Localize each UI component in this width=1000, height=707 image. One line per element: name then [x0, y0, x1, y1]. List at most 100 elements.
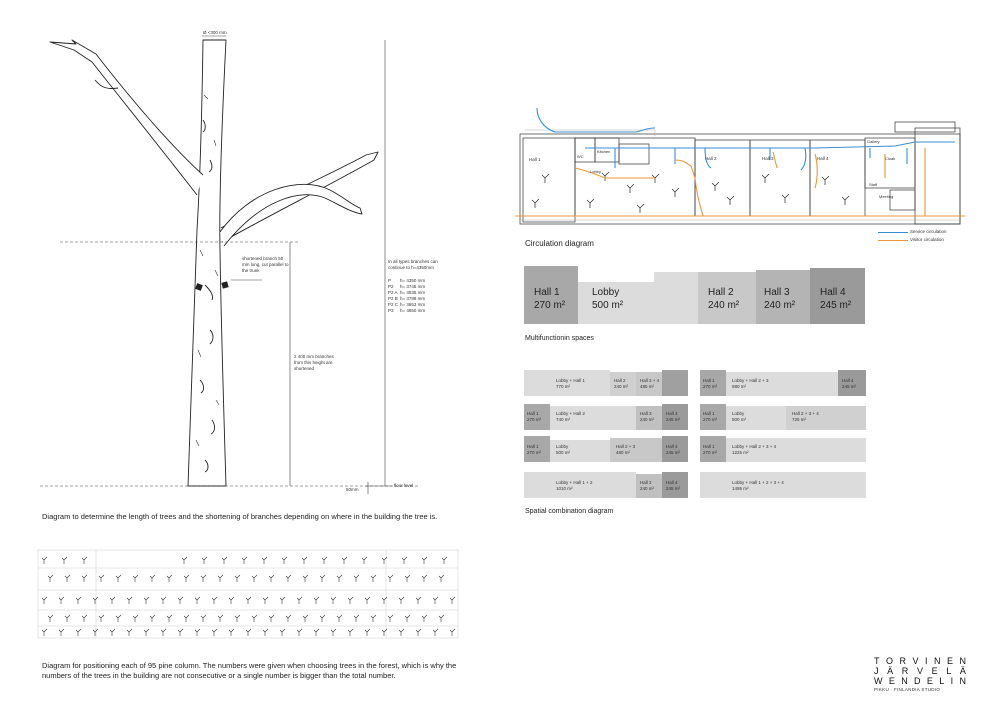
- space-hall-1: [524, 266, 578, 324]
- column-tree-mark: [47, 614, 54, 622]
- column-tree-mark: [302, 574, 309, 582]
- column-tree-mark: [160, 628, 167, 636]
- column-tree-mark: [92, 596, 99, 604]
- spatial-block: [726, 372, 838, 396]
- spatial-block: [524, 472, 636, 498]
- column-tree-mark: [262, 596, 269, 604]
- tree-diameter-label: Ø <300 mm: [203, 30, 227, 35]
- tree-shorten-note: 2 400 mm branches from this height are s…: [294, 354, 334, 371]
- column-tree-mark: [41, 596, 48, 604]
- space-area: 245 m²: [820, 300, 852, 311]
- spatial-block: [524, 436, 550, 462]
- tree-floor-label: floor level: [394, 483, 414, 488]
- space-label: Lobby: [592, 287, 620, 298]
- room-label: Hall 1: [529, 157, 541, 162]
- column-tree-mark: [47, 574, 54, 582]
- legend-visitor-swatch: [878, 240, 908, 241]
- column-tree-mark: [132, 574, 139, 582]
- spatial-block: [636, 474, 662, 498]
- column-tree-mark: [98, 614, 105, 622]
- column-tree-mark: [441, 556, 448, 564]
- column-tree-mark: [181, 556, 188, 564]
- column-tree-mark: [279, 596, 286, 604]
- column-tree-mark: [251, 574, 258, 582]
- column-tree-mark: [81, 556, 88, 564]
- column-tree-mark: [301, 556, 308, 564]
- column-tree-mark: [421, 614, 428, 622]
- column-tree-mark: [92, 628, 99, 636]
- tree-bottom-dim: 50mm: [346, 487, 359, 492]
- column-tree-mark: [296, 628, 303, 636]
- column-tree-mark: [268, 614, 275, 622]
- room-label: WC: [577, 154, 584, 159]
- column-tree-mark: [432, 628, 439, 636]
- space-hall-3: [756, 270, 810, 324]
- space-label: Hall 2: [708, 287, 734, 298]
- column-tree-mark: [64, 574, 71, 582]
- space-label: Hall 3: [764, 287, 790, 298]
- spatial-block: [700, 370, 726, 396]
- spatial-block: [726, 406, 786, 430]
- room-label: Hall 3: [762, 156, 774, 161]
- column-tree-mark: [285, 574, 292, 582]
- column-tree-mark: [200, 614, 207, 622]
- column-tree-mark: [347, 596, 354, 604]
- column-tree-mark: [381, 628, 388, 636]
- tree-branch-right: [220, 151, 379, 243]
- spatial-block: [610, 372, 636, 396]
- spatial-title: Spatial combination diagram: [525, 508, 614, 515]
- spatial-block: [610, 438, 662, 462]
- column-caption: Diagram for positioning each of 95 pine …: [42, 661, 457, 680]
- column-tree-mark: [398, 628, 405, 636]
- column-tree-mark: [143, 596, 150, 604]
- column-tree-mark: [64, 614, 71, 622]
- spatial-block: [700, 404, 726, 430]
- legend-item: Service circulation: [878, 228, 968, 236]
- column-tree-mark: [132, 614, 139, 622]
- column-plan: [37, 549, 459, 639]
- column-tree-mark: [364, 596, 371, 604]
- column-tree-mark: [217, 574, 224, 582]
- column-tree-mark: [387, 574, 394, 582]
- tree-diagram: [40, 35, 420, 494]
- space-area: 500 m²: [592, 300, 624, 311]
- column-tree-mark: [166, 614, 173, 622]
- column-tree-mark: [234, 574, 241, 582]
- column-tree-mark: [381, 596, 388, 604]
- column-tree-mark: [336, 614, 343, 622]
- spatial-block: [700, 436, 726, 462]
- column-tree-mark: [194, 628, 201, 636]
- column-tree-mark: [75, 628, 82, 636]
- column-tree-mark: [370, 574, 377, 582]
- column-tree-mark: [183, 574, 190, 582]
- column-tree-mark: [143, 628, 150, 636]
- tree-trunk: [187, 39, 227, 487]
- column-tree-mark: [81, 614, 88, 622]
- spatial-block: [524, 370, 610, 396]
- column-tree-mark: [177, 628, 184, 636]
- column-tree-mark: [415, 596, 422, 604]
- column-tree-mark: [353, 614, 360, 622]
- spatial-block: [700, 472, 866, 498]
- column-tree-mark: [241, 556, 248, 564]
- column-tree-mark: [228, 628, 235, 636]
- tree-branch-cross: [219, 183, 363, 247]
- column-tree-mark: [149, 574, 156, 582]
- column-tree-mark: [398, 596, 405, 604]
- column-tree-mark: [234, 614, 241, 622]
- column-tree-mark: [404, 614, 411, 622]
- column-tree-mark: [449, 596, 456, 604]
- spatial-block: [838, 370, 866, 396]
- column-tree-mark: [211, 596, 218, 604]
- column-tree-mark: [438, 574, 445, 582]
- column-tree-mark: [330, 596, 337, 604]
- column-tree-mark: [177, 596, 184, 604]
- column-tree-mark: [313, 596, 320, 604]
- legend-item: Visitor circulation: [878, 236, 968, 244]
- multifunction-title: Multifunctionin spaces: [525, 335, 594, 342]
